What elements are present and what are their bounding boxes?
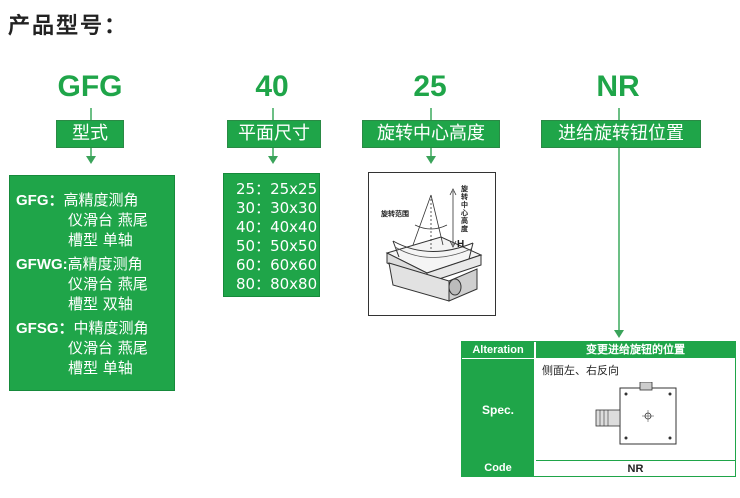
label-knob: 进给旋转钮位置 bbox=[541, 120, 701, 148]
type-code: GFG： bbox=[16, 192, 64, 209]
code-label: Code bbox=[462, 460, 534, 476]
size-item: 50：50x50 bbox=[236, 237, 318, 255]
arrow-down-icon bbox=[614, 330, 624, 338]
type-desc-line: 仪滑台 燕尾 bbox=[68, 339, 148, 357]
type-row: GFWG:高精度测角 bbox=[16, 254, 143, 275]
spec-label: Spec. bbox=[462, 359, 534, 460]
size-item: 40：40x40 bbox=[236, 218, 318, 236]
height-h-label: H bbox=[457, 239, 465, 250]
type-row: GFSG：中精度测角 bbox=[16, 318, 149, 339]
type-code: GFWG: bbox=[16, 256, 68, 273]
type-desc-line: 仪滑台 燕尾 bbox=[68, 211, 148, 229]
connector-line bbox=[272, 108, 274, 120]
connector-line bbox=[430, 148, 432, 158]
spec-text: 侧面左、右反向 bbox=[542, 364, 619, 377]
connector-line bbox=[618, 108, 620, 120]
type-desc: 高精度测角 bbox=[63, 191, 139, 209]
rotation-center-label: 旋转中心高度 bbox=[461, 185, 468, 233]
label-height: 旋转中心高度 bbox=[362, 120, 500, 148]
goniometer-stage-drawing bbox=[385, 188, 483, 302]
size-item: 25：25x25 bbox=[236, 180, 318, 198]
connector-line bbox=[618, 148, 620, 330]
code-knob: NR bbox=[596, 70, 640, 103]
label-type: 型式 bbox=[56, 120, 124, 148]
type-desc-line: 槽型 单轴 bbox=[68, 231, 133, 249]
connector-line bbox=[90, 108, 92, 120]
type-desc-line: 槽型 单轴 bbox=[68, 359, 133, 377]
size-box: 25：25x25 30：30x30 40：40x40 50：50x50 60：6… bbox=[223, 173, 320, 297]
size-item: 60：60x60 bbox=[236, 256, 318, 274]
alteration-head-left: Alteration bbox=[462, 342, 534, 358]
type-desc-line: 仪滑台 燕尾 bbox=[68, 275, 148, 293]
arrow-down-icon bbox=[426, 156, 436, 164]
connector-line bbox=[430, 108, 432, 120]
label-size: 平面尺寸 bbox=[227, 120, 321, 148]
type-desc-line: 槽型 双轴 bbox=[68, 295, 133, 313]
arrow-down-icon bbox=[268, 156, 278, 164]
rotation-center-diagram: 旋转范围 旋转中心高度 H bbox=[368, 172, 496, 316]
type-code: GFSG： bbox=[16, 320, 74, 337]
size-item: 30：30x30 bbox=[236, 199, 318, 217]
type-desc: 中精度测角 bbox=[73, 319, 149, 337]
type-desc: 高精度测角 bbox=[67, 255, 143, 273]
code-type: GFG bbox=[57, 70, 123, 103]
code-size: 40 bbox=[255, 70, 289, 103]
size-item: 80：80x80 bbox=[236, 275, 318, 293]
stage-top-view-drawing bbox=[595, 382, 677, 445]
code-value: NR bbox=[536, 460, 735, 477]
rotation-range-label: 旋转范围 bbox=[381, 210, 409, 218]
type-row: GFG：高精度测角 bbox=[16, 190, 139, 211]
code-height: 25 bbox=[413, 70, 447, 103]
arrow-down-icon bbox=[86, 156, 96, 164]
connector-line bbox=[90, 148, 92, 158]
alteration-table: Alteration 变更进给旋钮的位置 Spec. 侧面左、右反向 Code … bbox=[461, 341, 736, 477]
connector-line bbox=[272, 148, 274, 158]
page-title: 产品型号： bbox=[8, 14, 129, 39]
type-box: GFG：高精度测角 仪滑台 燕尾 槽型 单轴 GFWG:高精度测角 仪滑台 燕尾… bbox=[9, 175, 175, 391]
alteration-head-right: 变更进给旋钮的位置 bbox=[536, 342, 735, 358]
